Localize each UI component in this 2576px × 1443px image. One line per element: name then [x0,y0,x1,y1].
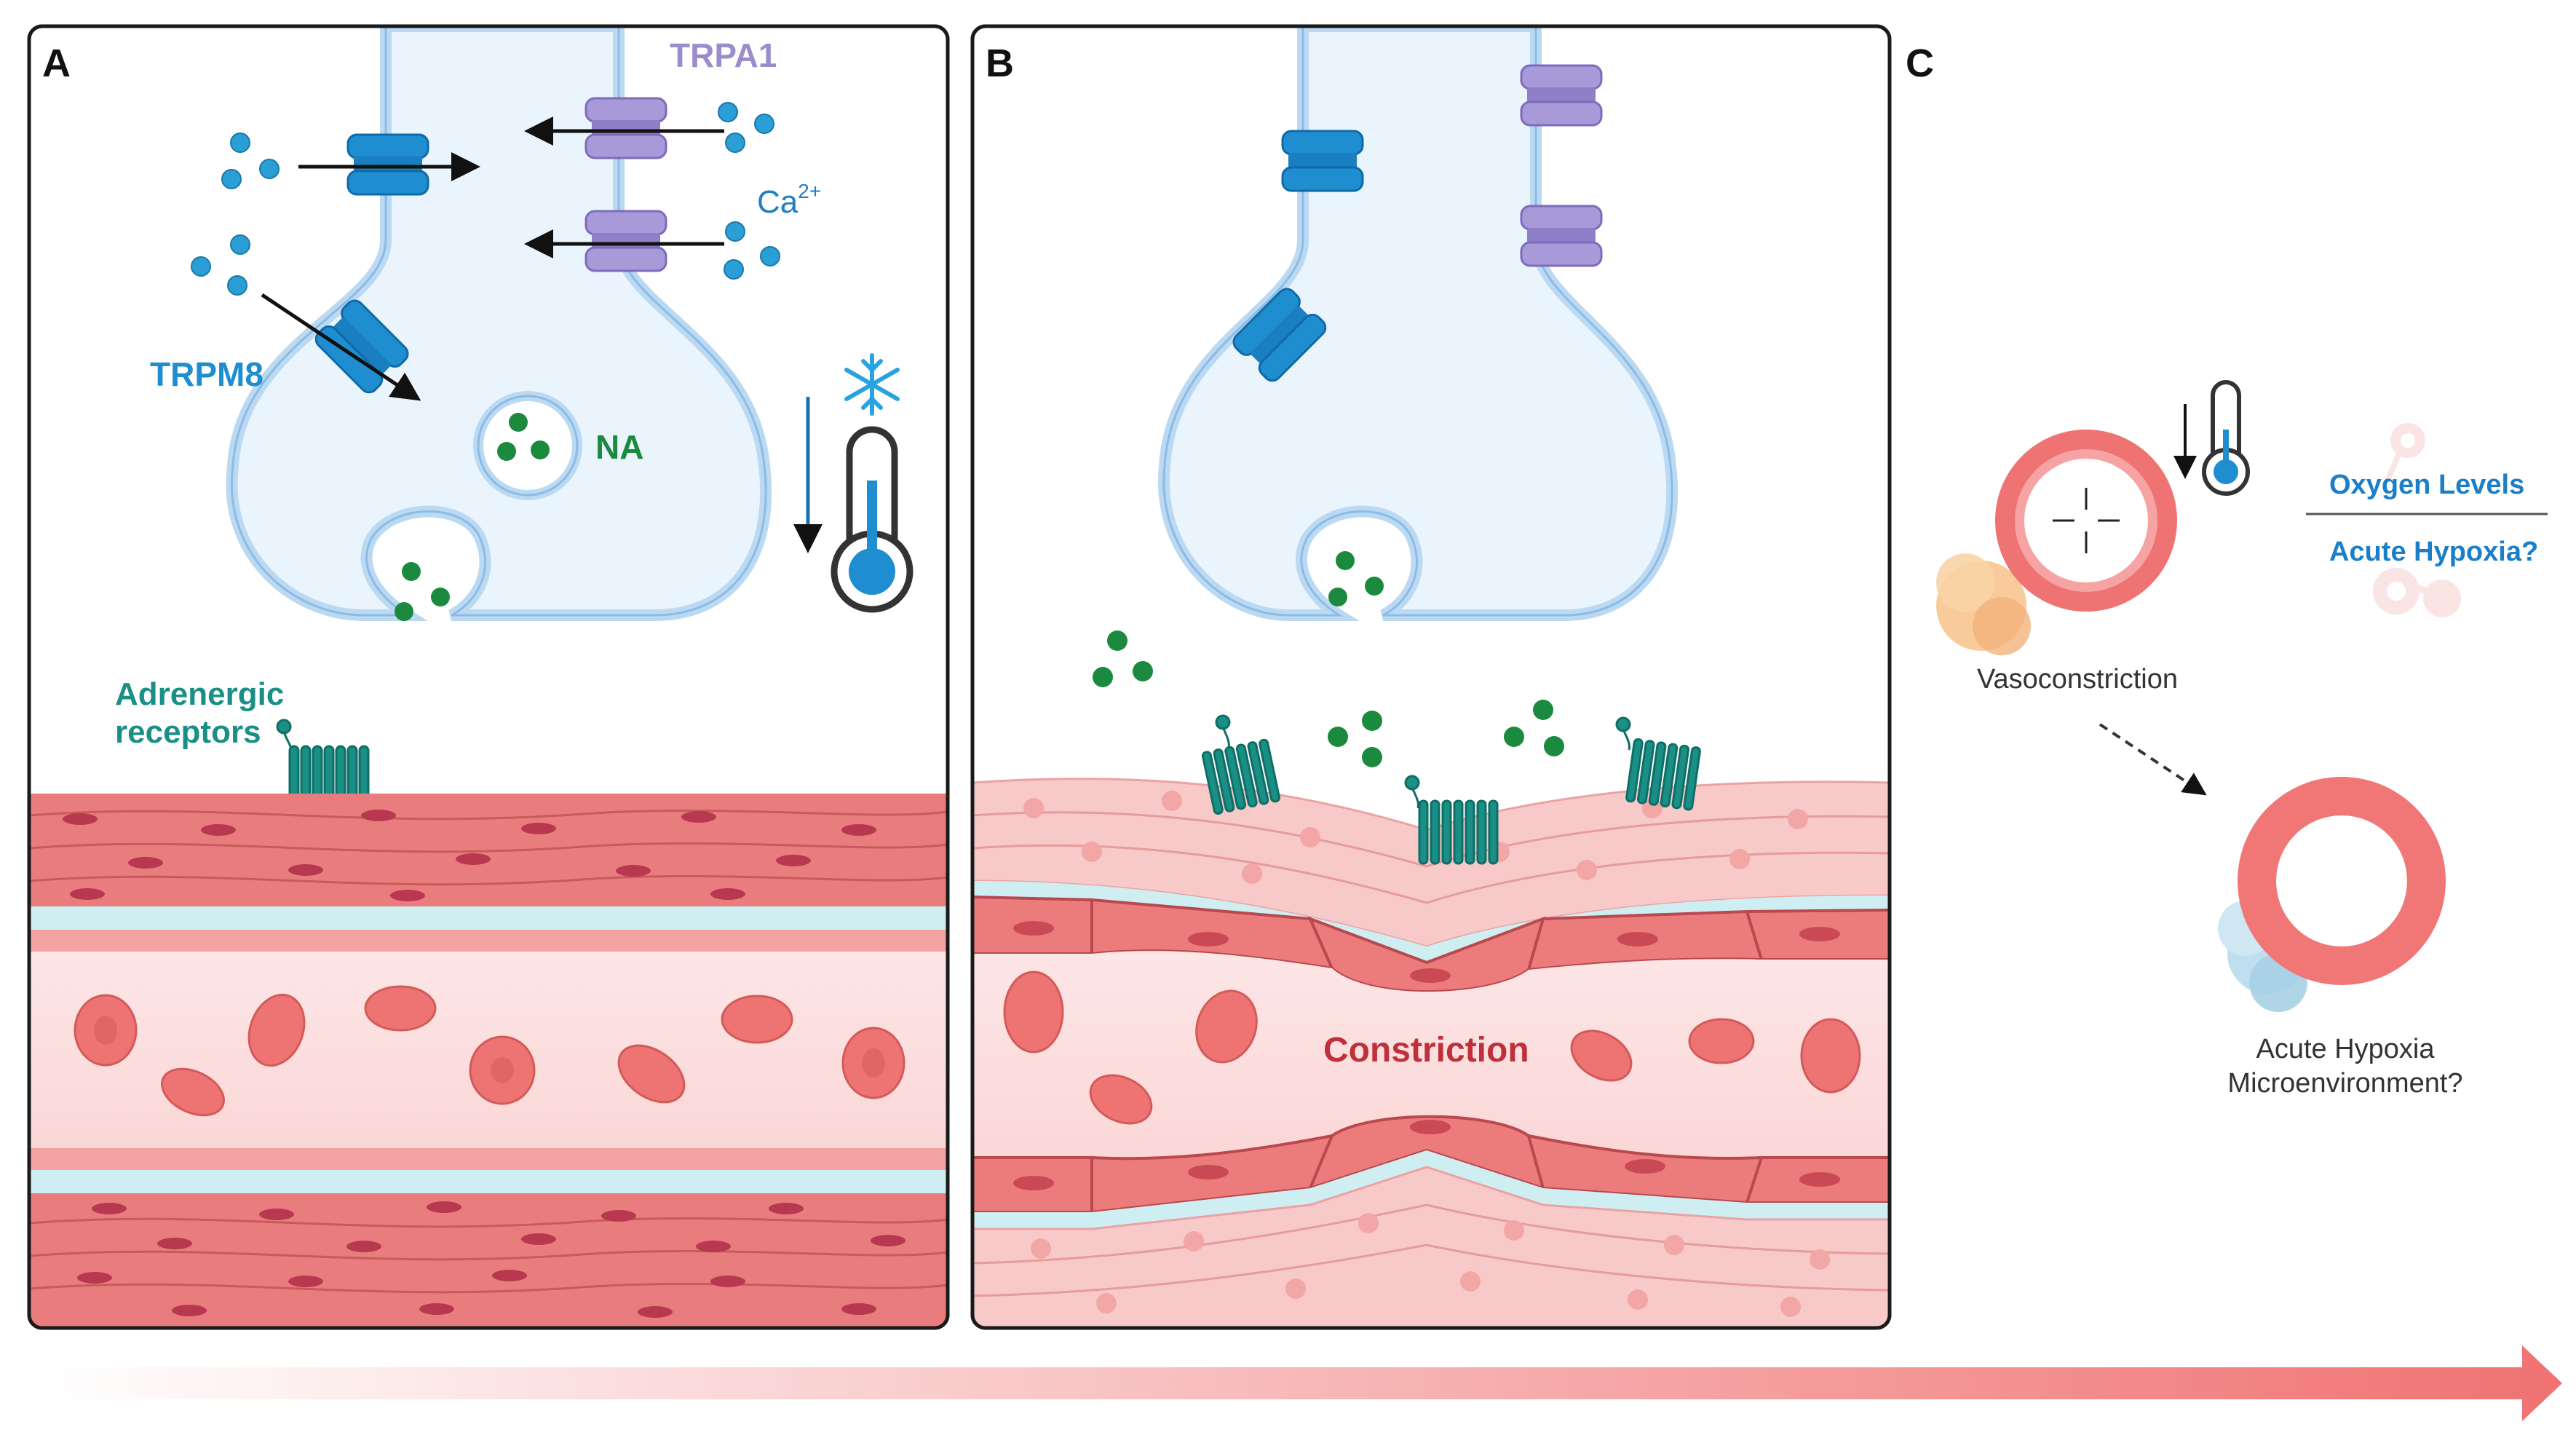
trpa1-channel-bottom-icon-b [1520,205,1603,267]
trpa1-channel-bottom-icon [584,210,667,272]
adrenergic-label-line2: receptors [115,714,261,750]
progression-dashed-arrow [2099,723,2207,796]
trpa1-channel-top-icon-b [1520,64,1603,127]
trpm8-channel-top-icon [346,133,429,196]
calcium-label: Ca2+ [757,180,821,220]
constricted-vessel-icon [1936,430,2177,655]
thermometer-icon [831,426,914,613]
adrenergic-receptor-icon-b1 [1201,714,1280,815]
vessel-wall-bottom-a [29,1193,948,1328]
vessel-lumen-b [972,951,1890,1159]
trpm8-channel-top-icon-b [1281,130,1364,192]
panel-c-letter: C [1906,41,1934,85]
calcium-label-charge: 2+ [798,180,821,202]
red-blood-cells-b [1003,970,1861,1125]
noradrenaline-label: NA [595,428,643,466]
gradient-arrow-icon [29,1345,2562,1421]
constriction-label: Constriction [1323,1031,1529,1070]
microenvironment-label-line2: Microenvironment? [2227,1068,2462,1099]
vessel-wall-bottom-b [972,1166,1890,1328]
panel-b-letter: B [986,41,1014,85]
microenvironment-label-line1: Acute Hypoxia [2256,1034,2435,1064]
calcium-label-base: Ca [757,184,798,220]
noradrenaline-release [395,562,450,621]
adrenergic-receptor-icon-b2 [1404,775,1499,865]
panel-b: B Constriction [970,24,1892,1330]
oxygen-levels-label: Oxygen Levels [2329,470,2524,500]
basement-membrane-top-a [29,906,948,930]
basement-membrane-bottom-b [972,1150,1890,1229]
thermometer-small-icon [2202,380,2250,496]
calcium-ions [191,102,780,296]
hypoxic-vessel-icon [2218,777,2446,1012]
vasoconstriction-label: Vasoconstriction [1977,664,2178,695]
acute-hypoxia-question-label: Acute Hypoxia? [2329,537,2538,567]
panel-c: C [1906,41,2548,1099]
oxygen-molecule-icon [2373,423,2461,617]
vessel-wall-top-a [29,794,948,906]
panel-a: A TRPA1 TRPM8 Ca2+ NA Adrenergic recepto… [27,24,950,1330]
influx-arrow-diagonal [261,293,421,401]
basement-membrane-top-b [972,881,1890,962]
panel-a-letter: A [42,41,71,85]
trpm8-label: TRPM8 [150,355,263,393]
trpa1-label: TRPA1 [670,36,777,74]
basement-membrane-bottom-a [29,1170,948,1193]
noradrenaline-released-b [1093,551,1564,767]
vesicle-icon [473,391,582,500]
trpm8-channel-tilted-icon-b [1232,288,1327,382]
endothelium-bottom-a [29,1148,948,1170]
endothelium-top-a [29,930,948,952]
adrenergic-receptor-icon-b3 [1615,716,1701,811]
adrenergic-label-line1: Adrenergic [115,676,284,712]
snowflake-icon [844,353,900,416]
trpa1-channel-top-icon [584,97,667,159]
